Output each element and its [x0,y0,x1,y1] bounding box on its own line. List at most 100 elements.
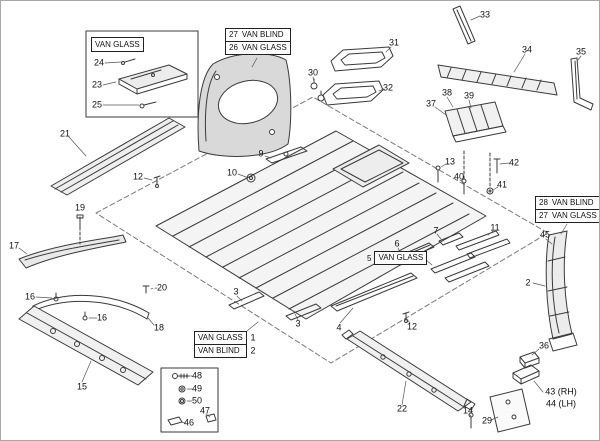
callout-40: 40 [453,171,465,182]
label-box-right-variants: 28 VAN BLIND 27 VAN GLASS [535,196,599,223]
label-box-top-variants: 27 VAN BLIND 26 VAN GLASS [225,28,291,55]
part-clip-12a [153,175,161,188]
callout-34: 34 [521,44,533,55]
part-frame-31 [330,46,394,72]
callout-45: 45 [539,229,551,240]
callout-6: 6 [394,238,400,249]
part-rail-22 [341,329,476,412]
part-rail-4 [330,272,418,312]
callout-29: 29 [481,415,493,426]
callout-37: 37 [425,98,437,109]
row-text: VAN GLASS [374,251,428,265]
callout-25: 25 [91,99,103,110]
hardware-box-bottom [160,367,219,433]
callout-41: 41 [496,179,508,190]
label-row-26-van-glass: 26 VAN GLASS [225,41,291,55]
row-number: 27 [539,211,548,220]
part-strip-3a [228,291,265,310]
part-sill-15 [18,305,154,386]
row-text: VAN GLASS [551,211,597,220]
row-number: 5 [367,253,372,263]
row-text: VAN BLIND [551,198,594,207]
callout-38: 38 [441,87,453,98]
part-panel-29 [489,388,531,433]
part-bracket-43-44 [512,364,540,385]
part-bracket-37-38-39 [444,101,507,143]
callout-44-lh: 44 (LH) [545,398,577,409]
row-number: 26 [229,43,238,52]
leader-lines [18,15,582,424]
part-pillar-45 [545,230,578,352]
callout-15: 15 [76,381,88,392]
callout-31: 31 [388,37,400,48]
label-row-28-van-blind: 28 VAN BLIND [535,196,599,210]
part-clip-16b [82,311,88,321]
callout-12b: 12 [406,321,418,332]
callout-22: 22 [396,403,408,414]
callout-19: 19 [74,202,86,213]
part-rail-34 [437,64,558,96]
callout-43-rh: 43 (RH) [545,386,577,397]
callout-42: 42 [508,157,520,168]
callout-16b: 16 [96,312,108,323]
part-screw-14 [468,412,474,429]
part-rail-17 [18,234,127,269]
callout-2: 2 [525,277,531,288]
callout-33: 33 [479,9,491,20]
part-wheelarch-panel-26 [197,53,292,157]
callout-20: 20 [156,282,168,293]
label-row-van-blind-2: VAN BLIND [194,344,247,358]
part-strip-33 [452,5,476,45]
row-text: VAN GLASS [241,43,287,52]
label-row-27-van-blind: 27 VAN BLIND [225,28,291,42]
callout-3b: 3 [295,318,301,329]
label-box-5-van-glass: 5 VAN GLASS [367,251,428,265]
part-bolt-19 [76,214,84,245]
part-frame-32 [322,80,384,106]
row-text: VAN BLIND [198,346,240,355]
part-strip-3b [285,303,322,321]
label-text: VAN GLASS [95,40,140,49]
part-clip-16a [53,292,59,302]
callout-47: 47 [199,405,211,416]
part-bracket-9 [265,146,308,164]
hardware-box-top-left [85,30,199,118]
callout-39: 39 [463,90,475,101]
part-fasteners-30 [310,78,325,102]
callout-13: 13 [444,156,456,167]
callout-3a: 3 [233,286,239,297]
row-text: VAN BLIND [241,30,284,39]
label-box-van-glass-top-left: VAN GLASS [91,37,144,52]
callout-32: 32 [382,82,394,93]
row-number: 27 [229,30,238,39]
callout-4: 4 [336,322,342,333]
callout-11: 11 [490,222,500,233]
callout-46: 46 [183,417,195,428]
part-strip-35 [570,57,594,111]
callout-24: 24 [93,57,105,68]
callout-17: 17 [8,240,20,251]
callout-1-bottom-box: 1 [250,332,256,343]
callout-12a: 12 [132,171,144,182]
label-box-bottom-variants: VAN GLASS VAN BLIND [194,331,247,358]
callout-7: 7 [433,225,439,236]
row-text: VAN GLASS [198,333,243,342]
callout-16a: 16 [24,291,36,302]
part-bolts-13-40-41-42 [435,150,501,195]
part-sill-21 [50,117,186,196]
part-grommet-10 [246,173,256,183]
callout-36: 36 [538,340,550,351]
callout-10: 10 [226,167,238,178]
callout-35: 35 [575,46,587,57]
callout-50: 50 [191,395,203,406]
part-floor-panel [155,130,487,320]
callout-48: 48 [191,370,203,381]
label-row-27-van-glass: 27 VAN GLASS [535,209,599,223]
callout-18: 18 [153,322,165,333]
callout-14: 14 [462,405,474,416]
callout-23: 23 [91,79,103,90]
label-row-van-glass-1: VAN GLASS [194,331,247,345]
callout-21: 21 [59,128,71,139]
